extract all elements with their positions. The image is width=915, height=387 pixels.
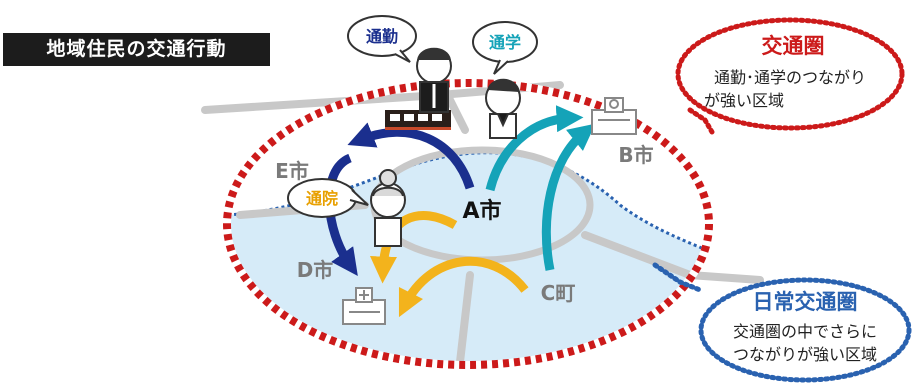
school-arrow-from-a <box>485 105 584 192</box>
train-icon <box>385 110 451 130</box>
daily-zone-callout: 日常交通圏 交通圏の中でさらに つながりが強い区域 <box>698 277 912 383</box>
city-b-label: B市 <box>618 143 653 167</box>
commuter-person-icon <box>416 47 452 113</box>
school-building-icon <box>591 97 637 135</box>
traffic-zone-callout-line1: 通勤･通学のつながり <box>714 68 866 87</box>
daily-zone-callout-line2: つながりが強い区域 <box>733 345 877 364</box>
commute-bubble-text: 通勤 <box>366 27 398 46</box>
city-c-label: C町 <box>541 281 576 305</box>
hospital-arrow-from-a <box>370 211 458 284</box>
traffic-zone-callout-pointer <box>687 107 715 135</box>
traffic-zone-boundary <box>223 79 713 369</box>
commute-arrow-to-e <box>347 122 475 190</box>
hospital-bubble: 通院 <box>287 178 369 218</box>
commute-bubble: 通勤 <box>347 15 417 63</box>
school-bubble-text: 通学 <box>489 33 521 52</box>
student-person-icon <box>485 78 521 139</box>
city-a-label: A市 <box>462 198 501 224</box>
daily-zone-callout-pointer <box>652 262 703 293</box>
traffic-zone-callout-line2: が強い区域 <box>704 91 784 110</box>
traffic-zone-callout-heading: 交通圏 <box>762 34 825 58</box>
hospital-bubble-text: 通院 <box>306 189 338 208</box>
school-bubble: 通学 <box>472 21 538 75</box>
traffic-zone-callout: 交通圏 通勤･通学のつながり が強い区域 <box>675 17 905 131</box>
daily-zone-callout-heading: 日常交通圏 <box>753 290 858 314</box>
elderly-person-icon <box>370 169 406 247</box>
school-arrow-from-c <box>541 123 596 271</box>
city-d-label: D市 <box>297 258 334 282</box>
daily-zone-callout-line1: 交通圏の中でさらに <box>733 322 877 341</box>
hospital-building-icon <box>342 287 386 325</box>
hospital-arrow-from-c <box>398 256 529 318</box>
diagram-title: 地域住民の交通行動 <box>3 33 270 66</box>
city-e-label: E市 <box>275 159 309 183</box>
